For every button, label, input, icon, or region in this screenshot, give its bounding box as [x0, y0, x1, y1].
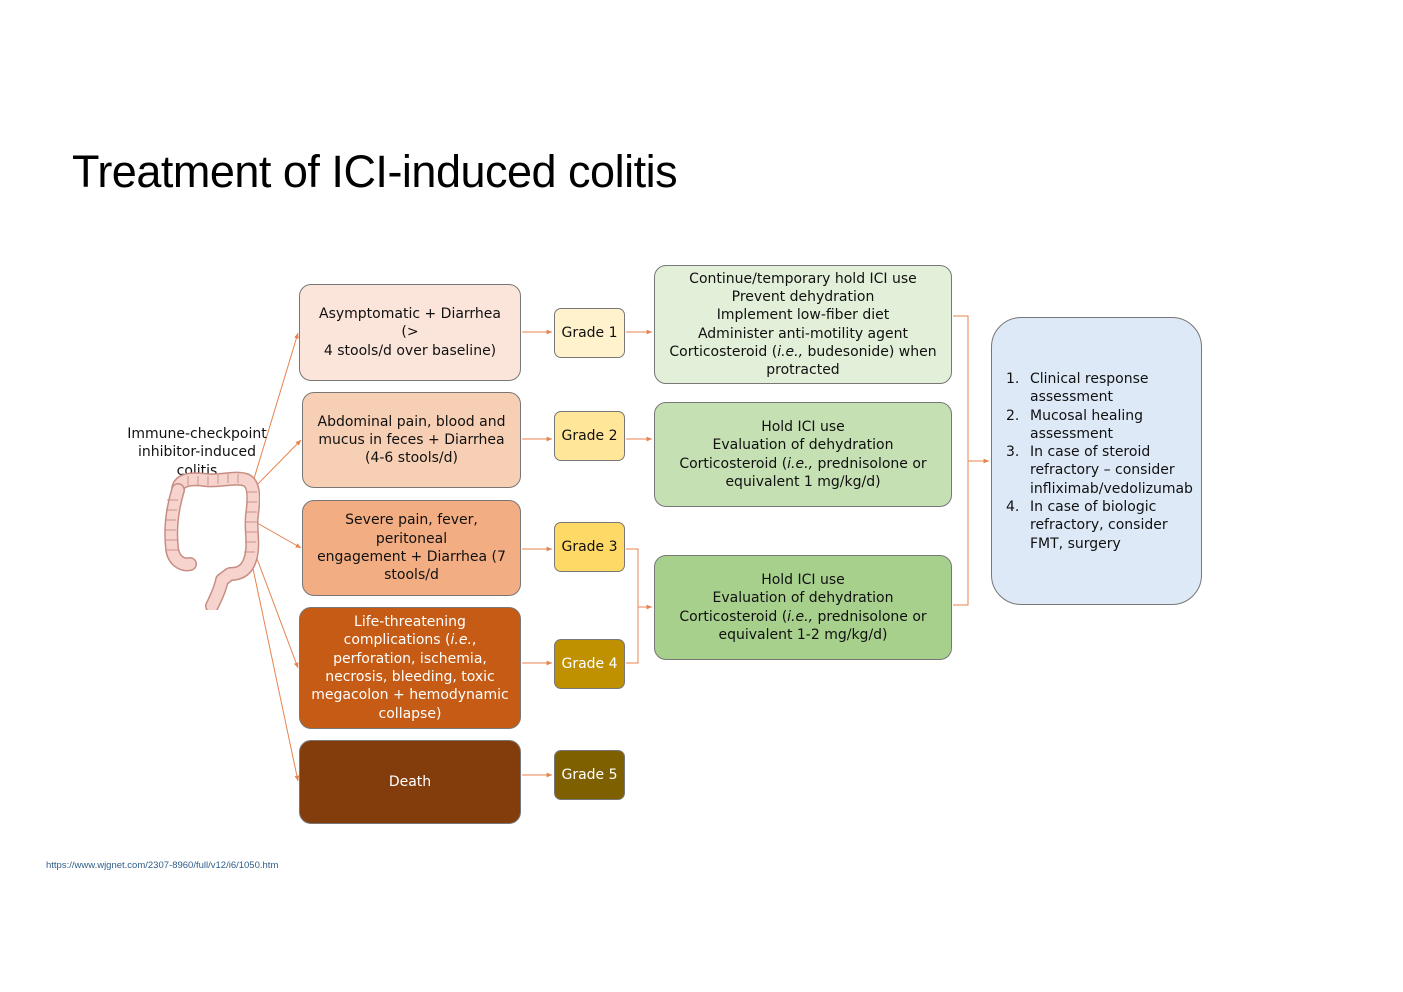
arrow-colon-to-sym3 [251, 519, 302, 549]
symptom-box-grade2: Abdominal pain, blood and mucus in feces… [302, 392, 521, 488]
grade-box-2: Grade 2 [554, 411, 625, 461]
outcome-item: 3.In case of steroid refractory – consid… [1006, 444, 1193, 497]
treatment-line: Corticosteroid (i.e., budesonide) when [669, 343, 937, 360]
bracket-grade3-4 [626, 548, 639, 664]
grade-box-1: Grade 1 [554, 308, 625, 358]
symptom-text: Severe pain, fever, peritoneal engagemen… [317, 512, 506, 584]
outcome-box: 1.Clinical response assessment 2.Mucosal… [991, 317, 1202, 605]
symptom-box-grade5: Death [299, 740, 521, 824]
grade-label: Grade 4 [561, 655, 618, 672]
grade-label: Grade 3 [561, 538, 618, 555]
outcome-item: 4.In case of biologic refractory, consid… [1006, 499, 1168, 552]
treatment-line: Administer anti-motility agent [697, 325, 908, 342]
colon-illustration-icon [164, 471, 260, 610]
symptom-text: Death [388, 773, 432, 790]
arrow-colon-to-sym4 [249, 539, 299, 669]
treatment-box-grade1: Continue/temporary hold ICI use Prevent … [654, 265, 952, 384]
symptom-text: Abdominal pain, blood and mucus in feces… [317, 413, 506, 467]
grade-label: Grade 2 [561, 427, 618, 444]
symptom-box-grade4: Life-threatening complications (i.e., pe… [299, 607, 521, 729]
outcome-item: 2.Mucosal healing assessment [1006, 407, 1144, 442]
grade-label: Grade 1 [561, 324, 618, 341]
treatment-line: Continue/temporary hold ICI use [689, 270, 917, 287]
arrow-colon-to-sym1 [249, 332, 299, 493]
treatment-line: Corticosteroid (i.e., prednisolone or [679, 608, 927, 625]
treatment-box-grade2: Hold ICI use Evaluation of dehydration C… [654, 402, 952, 507]
symptom-box-grade3: Severe pain, fever, peritoneal engagemen… [302, 500, 521, 596]
patient-label: Immune-checkpoint inhibitor-induced coli… [127, 426, 267, 479]
outcome-item: 1.Clinical response assessment [1006, 371, 1149, 406]
treatment-box-grade3-4: Hold ICI use Evaluation of dehydration C… [654, 555, 952, 660]
symptom-box-grade1: Asymptomatic + Diarrhea (> 4 stools/d ov… [299, 284, 521, 381]
treatment-line: Evaluation of dehydration [712, 590, 894, 607]
grade-box-4: Grade 4 [554, 639, 625, 689]
grade-label: Grade 5 [561, 766, 618, 783]
source-link[interactable]: https://www.wjgnet.com/2307-8960/full/v1… [46, 860, 279, 871]
outcome-list: 1.Clinical response assessment 2.Mucosal… [1006, 370, 1193, 553]
grade-box-3: Grade 3 [554, 522, 625, 572]
symptom-text: Asymptomatic + Diarrhea (> 4 stools/d ov… [319, 306, 501, 359]
symptom-text: Life-threatening complications (i.e., pe… [311, 614, 509, 722]
arrow-colon-to-sym5 [247, 544, 300, 782]
treatment-line: Hold ICI use [761, 571, 845, 588]
grade-box-5: Grade 5 [554, 750, 625, 800]
treatment-line: Implement low-fiber diet [716, 307, 890, 324]
treatment-line: protracted [766, 362, 840, 379]
slide-title: Treatment of ICI-induced colitis [72, 146, 678, 197]
arrow-colon-to-sym2 [249, 439, 302, 493]
bracket-treatments [953, 315, 969, 606]
treatment-line: Hold ICI use [761, 418, 845, 435]
treatment-line: Corticosteroid (i.e., prednisolone or [679, 455, 927, 472]
treatment-line: Prevent dehydration [731, 288, 875, 305]
treatment-line: equivalent 1-2 mg/kg/d) [718, 626, 888, 643]
treatment-line: equivalent 1 mg/kg/d) [725, 473, 881, 490]
treatment-line: Evaluation of dehydration [712, 437, 894, 454]
